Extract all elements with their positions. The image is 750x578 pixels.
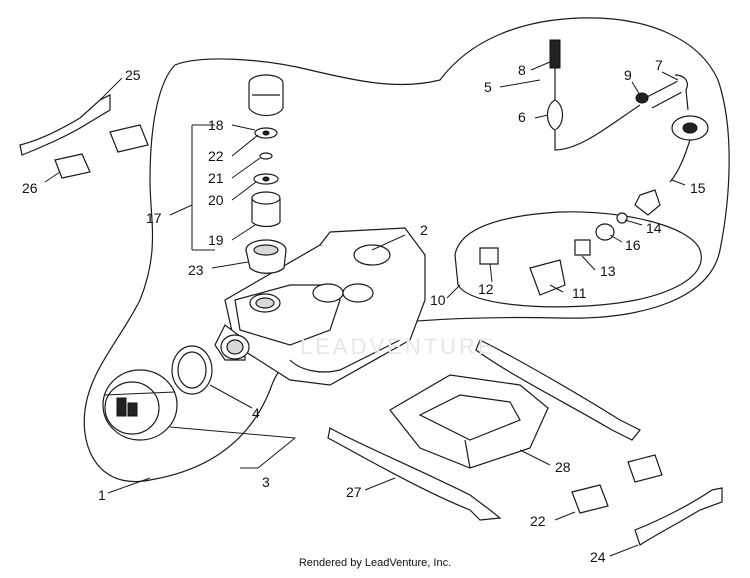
callout-14: 14 <box>646 220 662 236</box>
callout-21: 21 <box>208 170 224 186</box>
callout-15: 15 <box>690 180 706 196</box>
callout-11: 11 <box>572 285 587 301</box>
callout-18: 18 <box>208 117 224 133</box>
callout-4: 4 <box>252 405 260 421</box>
tank-strap-left <box>327 427 502 521</box>
fuel-line-assembly <box>479 39 709 296</box>
mount-bracket-top <box>19 94 111 156</box>
footer-credit: Rendered by LeadVenture, Inc. <box>298 557 452 569</box>
mount-bracket-bottom <box>634 487 723 546</box>
fuel-line-group-outline <box>454 211 702 308</box>
cap-gasket <box>171 345 213 395</box>
clip-26b <box>54 153 91 179</box>
callout-8: 8 <box>518 62 526 78</box>
callout-2: 2 <box>420 222 428 238</box>
callout-28: 28 <box>555 459 571 475</box>
callout-24: 24 <box>590 549 606 565</box>
callout-3: 3 <box>262 474 270 490</box>
callout-26: 26 <box>22 180 38 196</box>
callout-13: 13 <box>600 263 616 279</box>
clip-22b <box>571 484 609 514</box>
fuel-cap <box>102 369 178 441</box>
vent-grommet-stack <box>245 74 287 274</box>
tank-tray <box>389 374 549 469</box>
callout-1: 1 <box>98 487 106 503</box>
callout-5: 5 <box>484 79 492 95</box>
tank-strap-right <box>475 339 641 441</box>
callout-22-top: 22 <box>208 148 224 164</box>
callout-22-bottom: 22 <box>530 513 546 529</box>
callout-25: 25 <box>125 67 141 83</box>
callout-7: 7 <box>655 57 663 73</box>
watermark: LEADVENTURE <box>300 334 496 359</box>
tank-group-outline <box>83 17 730 483</box>
clip-22a <box>627 454 663 483</box>
callout-6: 6 <box>518 109 526 125</box>
callout-12: 12 <box>478 281 494 297</box>
callout-23: 23 <box>188 262 204 278</box>
callout-27: 27 <box>346 484 362 500</box>
fuel-tank <box>214 227 426 386</box>
callout-10: 10 <box>430 292 446 308</box>
callout-16: 16 <box>625 237 641 253</box>
clip-26a <box>109 124 149 153</box>
callout-17: 17 <box>146 210 162 226</box>
callout-9: 9 <box>624 67 632 83</box>
callout-20: 20 <box>208 192 224 208</box>
callout-19: 19 <box>208 232 224 248</box>
